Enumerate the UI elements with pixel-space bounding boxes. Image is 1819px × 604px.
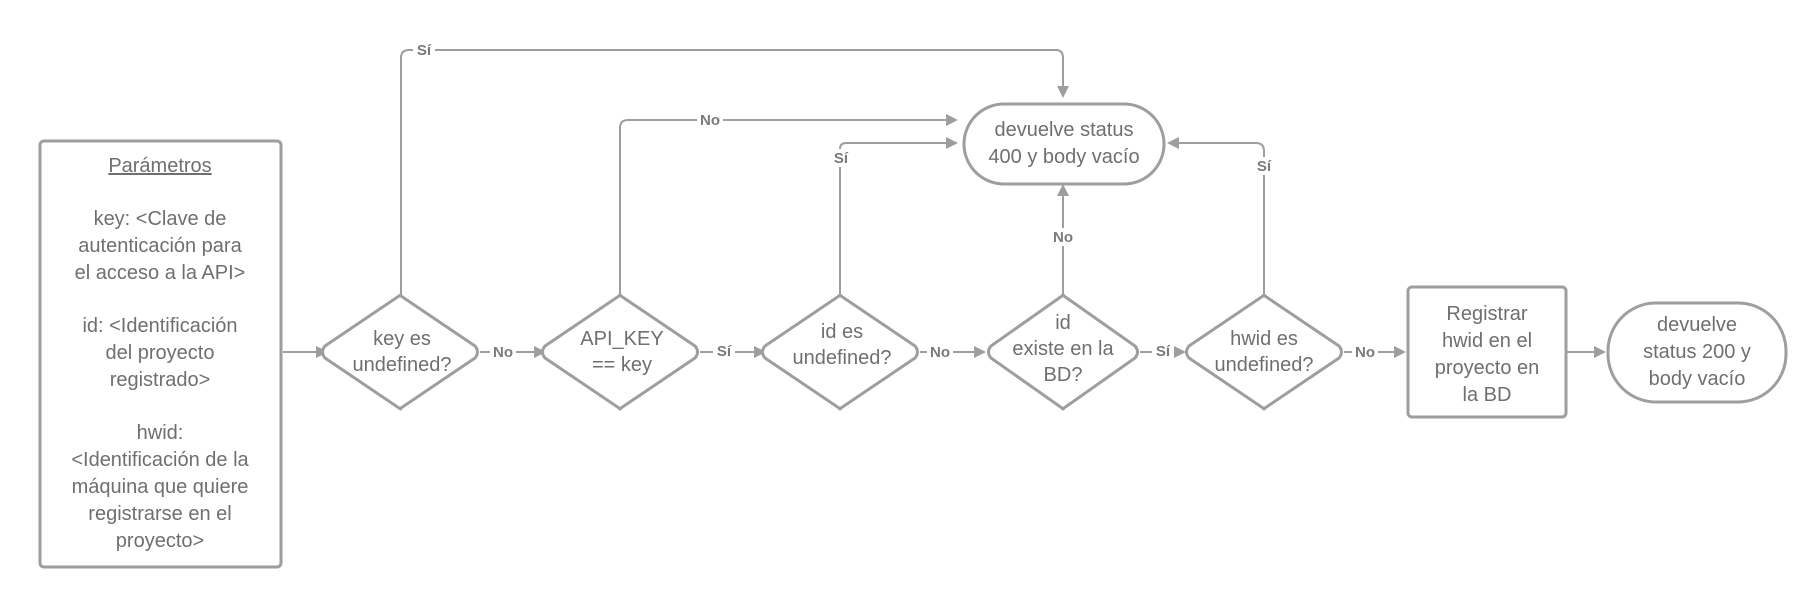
arrowhead (1174, 346, 1186, 358)
arrowhead (1057, 184, 1069, 196)
edge-label-apikey-yes: Sí (717, 343, 732, 360)
decision-key-undefined: key es undefined? (321, 293, 479, 411)
edge-key-check-yes (400, 49, 1064, 294)
edge-label-hwid-yes: Sí (1257, 158, 1272, 175)
decision-id-exists: id existe en la BD? (987, 293, 1139, 411)
arrowhead (974, 346, 986, 358)
edge-label-id-undefined-no: No (930, 344, 950, 361)
terminal-label: 400 y body vacío (988, 146, 1139, 168)
param-line: registrado> (110, 369, 211, 391)
process-label: proyecto en (1435, 357, 1540, 379)
arrowhead (946, 137, 958, 149)
edge-label-key-yes: Sí (417, 42, 432, 59)
edge-label-key-no: No (493, 344, 513, 361)
edge-hwid-undefined-yes (1177, 142, 1265, 294)
terminal-label: devuelve status (995, 119, 1134, 141)
decision-label: API_KEY (580, 328, 663, 350)
process-label: la BD (1463, 384, 1512, 406)
edge-label-id-exists-yes: Sí (1156, 343, 1171, 360)
parameters-box: Parámetros key: <Clave de autenticación … (38, 139, 283, 569)
arrowhead (1057, 86, 1069, 98)
process-label: hwid en el (1442, 330, 1532, 352)
arrowhead (1594, 346, 1606, 358)
decision-label: existe en la (1012, 338, 1114, 360)
decision-label: undefined? (793, 347, 892, 369)
edge-label-id-undefined-yes: Sí (834, 150, 849, 167)
process-register-hwid: Registrar hwid en el proyecto en la BD (1406, 285, 1568, 419)
decision-label: BD? (1044, 364, 1083, 386)
edges (283, 49, 1606, 358)
edge-labels: Sí No No Sí Sí No No Sí Sí No (413, 41, 1378, 361)
arrowhead (754, 346, 766, 358)
param-line: key: <Clave de (94, 208, 227, 230)
param-line: del proyecto (106, 342, 215, 364)
decision-label: hwid es (1230, 328, 1298, 350)
decision-id-undefined: id es undefined? (761, 293, 919, 411)
edge-id-undefined-yes (839, 142, 948, 294)
arrowhead (1167, 137, 1179, 149)
decision-api-key-equals: API_KEY == key (541, 293, 699, 411)
edge-apikey-check-no (619, 119, 948, 294)
arrowhead (946, 114, 958, 126)
decision-label: key es (373, 328, 431, 350)
param-line: el acceso a la API> (75, 262, 246, 284)
terminal-label: status 200 y (1643, 341, 1751, 363)
edge-label-id-exists-no: No (1053, 229, 1073, 246)
param-line: id: <Identificación (82, 315, 237, 337)
terminal-status-200: devuelve status 200 y body vacío (1606, 301, 1788, 404)
parameters-title: Parámetros (108, 155, 211, 177)
process-label: Registrar (1446, 303, 1527, 325)
param-line: registrarse en el (88, 503, 231, 525)
terminal-status-400: devuelve status 400 y body vacío (962, 102, 1166, 186)
param-line: hwid: (137, 422, 184, 444)
param-line: proyecto> (116, 530, 204, 552)
decision-hwid-undefined: hwid es undefined? (1185, 293, 1343, 411)
edge-label-apikey-no: No (700, 112, 720, 129)
param-line: autenticación para (78, 235, 242, 257)
param-line: máquina que quiere (72, 476, 249, 498)
decision-label: id es (821, 321, 863, 343)
terminal-label: devuelve (1657, 314, 1737, 336)
arrowhead (534, 346, 546, 358)
terminal-label: body vacío (1649, 368, 1746, 390)
decision-label: undefined? (1215, 354, 1314, 376)
param-line: <Identificación de la (71, 449, 249, 471)
decision-label: undefined? (353, 354, 452, 376)
arrowhead (1394, 346, 1406, 358)
edge-label-hwid-no: No (1355, 344, 1375, 361)
decision-label: id (1055, 312, 1071, 334)
decision-label: == key (592, 354, 652, 376)
